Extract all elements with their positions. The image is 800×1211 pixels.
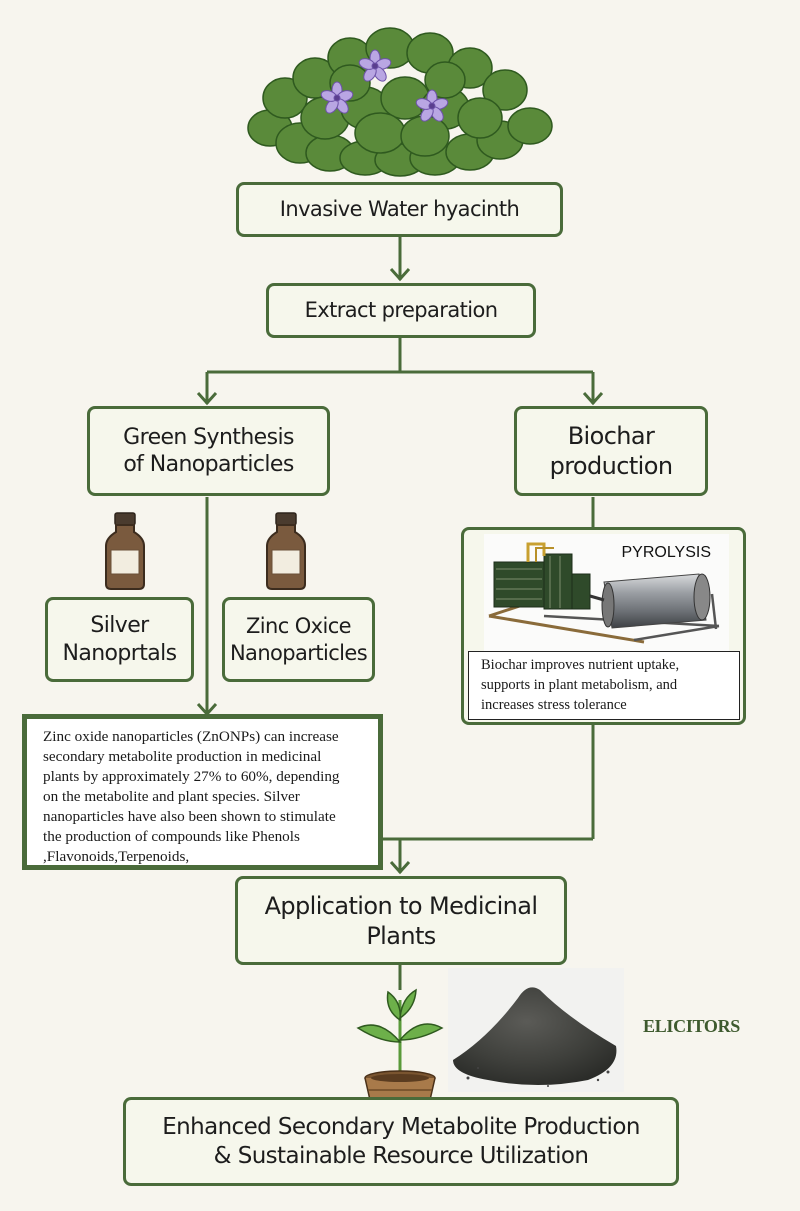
node-label-line2: & Sustainable Resource Utilization — [213, 1142, 589, 1169]
node-label-line1: Biochar — [567, 422, 655, 450]
biochar-powder-pile-image — [453, 987, 617, 1087]
note-line: ,Flavonoids,Terpenoids, — [43, 848, 190, 865]
note-line: supports in plant metabolism, and — [481, 677, 678, 693]
node-biochar-production: Biochar production — [514, 406, 708, 496]
arrowhead — [389, 267, 411, 282]
note-line: plants by approximately 27% to 60%, depe… — [43, 768, 340, 785]
node-application-to-medicinal-plants: Application to Medicinal Plants — [235, 876, 567, 965]
node-label-line1: Application to Medicinal — [264, 891, 538, 920]
node-label-line1: Enhanced Secondary Metabolite Production — [162, 1113, 640, 1140]
arrowhead — [196, 391, 218, 406]
node-enhanced-metabolite-outcome: Enhanced Secondary Metabolite Production… — [123, 1097, 679, 1186]
water-hyacinth-illustration — [247, 27, 553, 177]
node-label-line2: of Nanoparticles — [123, 452, 294, 477]
pyrolysis-image-area: PYROLYSIS — [484, 534, 729, 652]
note-line: Biochar improves nutrient uptake, — [481, 657, 680, 673]
node-label-line2: production — [549, 452, 673, 480]
node-label-line1: Silver — [90, 613, 149, 638]
node-invasive-water-hyacinth: Invasive Water hyacinth — [236, 182, 563, 237]
reagent-bottle-icon — [266, 512, 306, 590]
node-label-line2: Plants — [366, 921, 436, 950]
arrowhead — [582, 391, 604, 406]
node-green-synthesis: Green Synthesis of Nanoparticles — [87, 406, 330, 496]
nanoparticle-effects-note: Zinc oxide nanoparticles (ZnONPs) can in… — [22, 714, 383, 870]
potted-seedling-illustration — [356, 988, 444, 1101]
biochar-powder-image-area — [448, 968, 624, 1092]
node-label: Invasive Water hyacinth — [279, 197, 520, 222]
pyrolysis-label: PYROLYSIS — [621, 544, 711, 561]
note-line: nanoparticles have also been shown to st… — [43, 808, 336, 825]
pyrolysis-reactor-image — [488, 542, 720, 644]
biochar-benefits-note: Biochar improves nutrient uptake, suppor… — [468, 651, 740, 720]
reagent-bottle-icon — [105, 512, 145, 590]
note-line: on the metabolite and plant species. Sil… — [43, 788, 300, 805]
note-line: the production of compounds like Phenols — [43, 828, 300, 845]
node-extract-preparation: Extract preparation — [266, 283, 536, 338]
note-line: increases stress tolerance — [481, 697, 627, 713]
arrowhead — [389, 860, 411, 875]
elicitors-label: ELICITORS — [643, 1016, 741, 1036]
note-line: Zinc oxide nanoparticles (ZnONPs) can in… — [43, 728, 339, 745]
node-silver-nanoparticles: Silver Nanoprtals — [45, 597, 194, 682]
note-line: secondary metabolite production in medic… — [43, 748, 322, 765]
node-label-line2: Nanoprtals — [62, 640, 177, 666]
pyrolysis-panel: PYROLYSIS Biochar improves nutrient upta… — [461, 527, 746, 725]
node-label: Extract preparation — [304, 298, 498, 323]
node-zinc-oxide-nanoparticles: Zinc Oxice Nanoparticles — [222, 597, 375, 682]
node-label-line1: Green Synthesis — [123, 424, 294, 450]
node-label-line2: Nanoparticles — [229, 640, 368, 665]
node-label-line1: Zinc Oxice — [245, 614, 352, 639]
